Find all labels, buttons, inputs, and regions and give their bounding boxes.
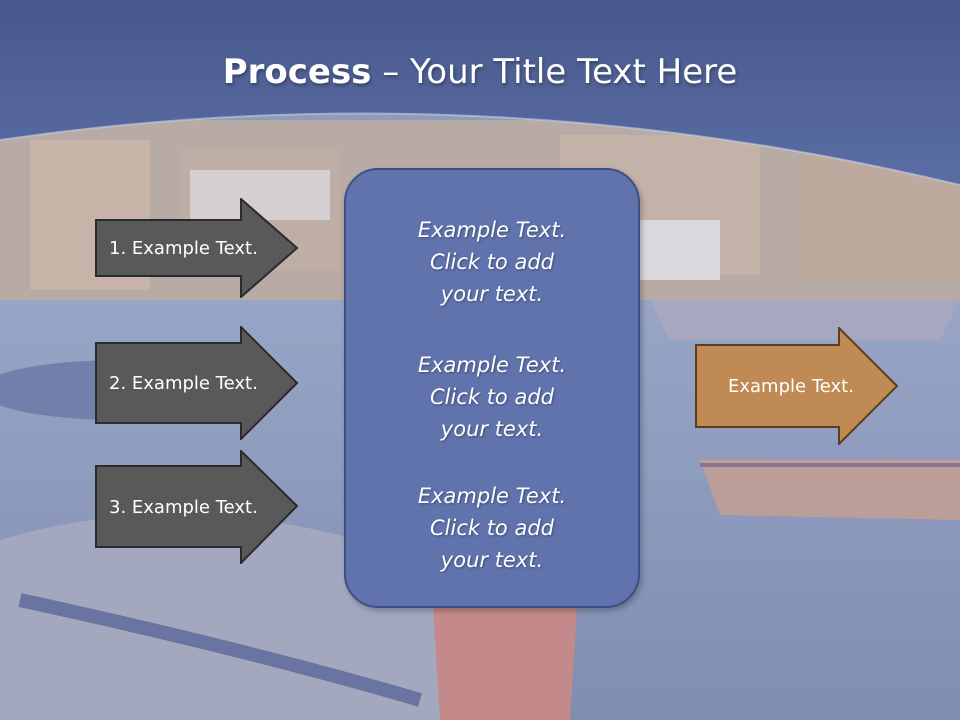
title-bold: Process [222, 52, 372, 92]
center-paragraph-3-line-3: your text. [440, 548, 544, 572]
process-step-label-3: 3. Example Text. [109, 496, 258, 518]
center-paragraph-2-line-3: your text. [440, 417, 544, 441]
center-paragraph-1-line-3: your text. [440, 282, 544, 306]
center-paragraph-2-line-2: Click to add [429, 385, 554, 409]
process-step-label-2: 2. Example Text. [109, 372, 258, 394]
center-paragraph-3-line-1: Example Text. [417, 484, 567, 508]
center-paragraph-1-line-2: Click to add [429, 250, 554, 274]
arrow-shape-2 [95, 326, 299, 440]
result-arrow[interactable]: Example Text. [695, 327, 899, 445]
center-paragraph-1: Example Text. Click to add your text. [346, 214, 638, 310]
result-arrow-label: Example Text. [728, 375, 854, 397]
arrow-shape-1 [95, 198, 299, 298]
process-step-arrow-3[interactable]: 3. Example Text. [95, 450, 299, 564]
process-step-label-1: 1. Example Text. [109, 237, 258, 259]
process-step-arrow-1[interactable]: 1. Example Text. [95, 198, 299, 298]
center-text-box[interactable]: Example Text. Click to add your text. Ex… [344, 168, 640, 608]
arrow-shape-3 [95, 450, 299, 564]
center-paragraph-2-line-1: Example Text. [417, 353, 567, 377]
slide-title: Process – Your Title Text Here [0, 52, 960, 92]
center-paragraph-1-line-1: Example Text. [417, 218, 567, 242]
center-paragraph-3: Example Text. Click to add your text. [346, 480, 638, 576]
process-step-arrow-2[interactable]: 2. Example Text. [95, 326, 299, 440]
center-paragraph-2: Example Text. Click to add your text. [346, 349, 638, 445]
title-rest: – Your Title Text Here [371, 52, 738, 92]
center-paragraph-3-line-2: Click to add [429, 516, 554, 540]
result-arrow-shape [695, 327, 899, 445]
